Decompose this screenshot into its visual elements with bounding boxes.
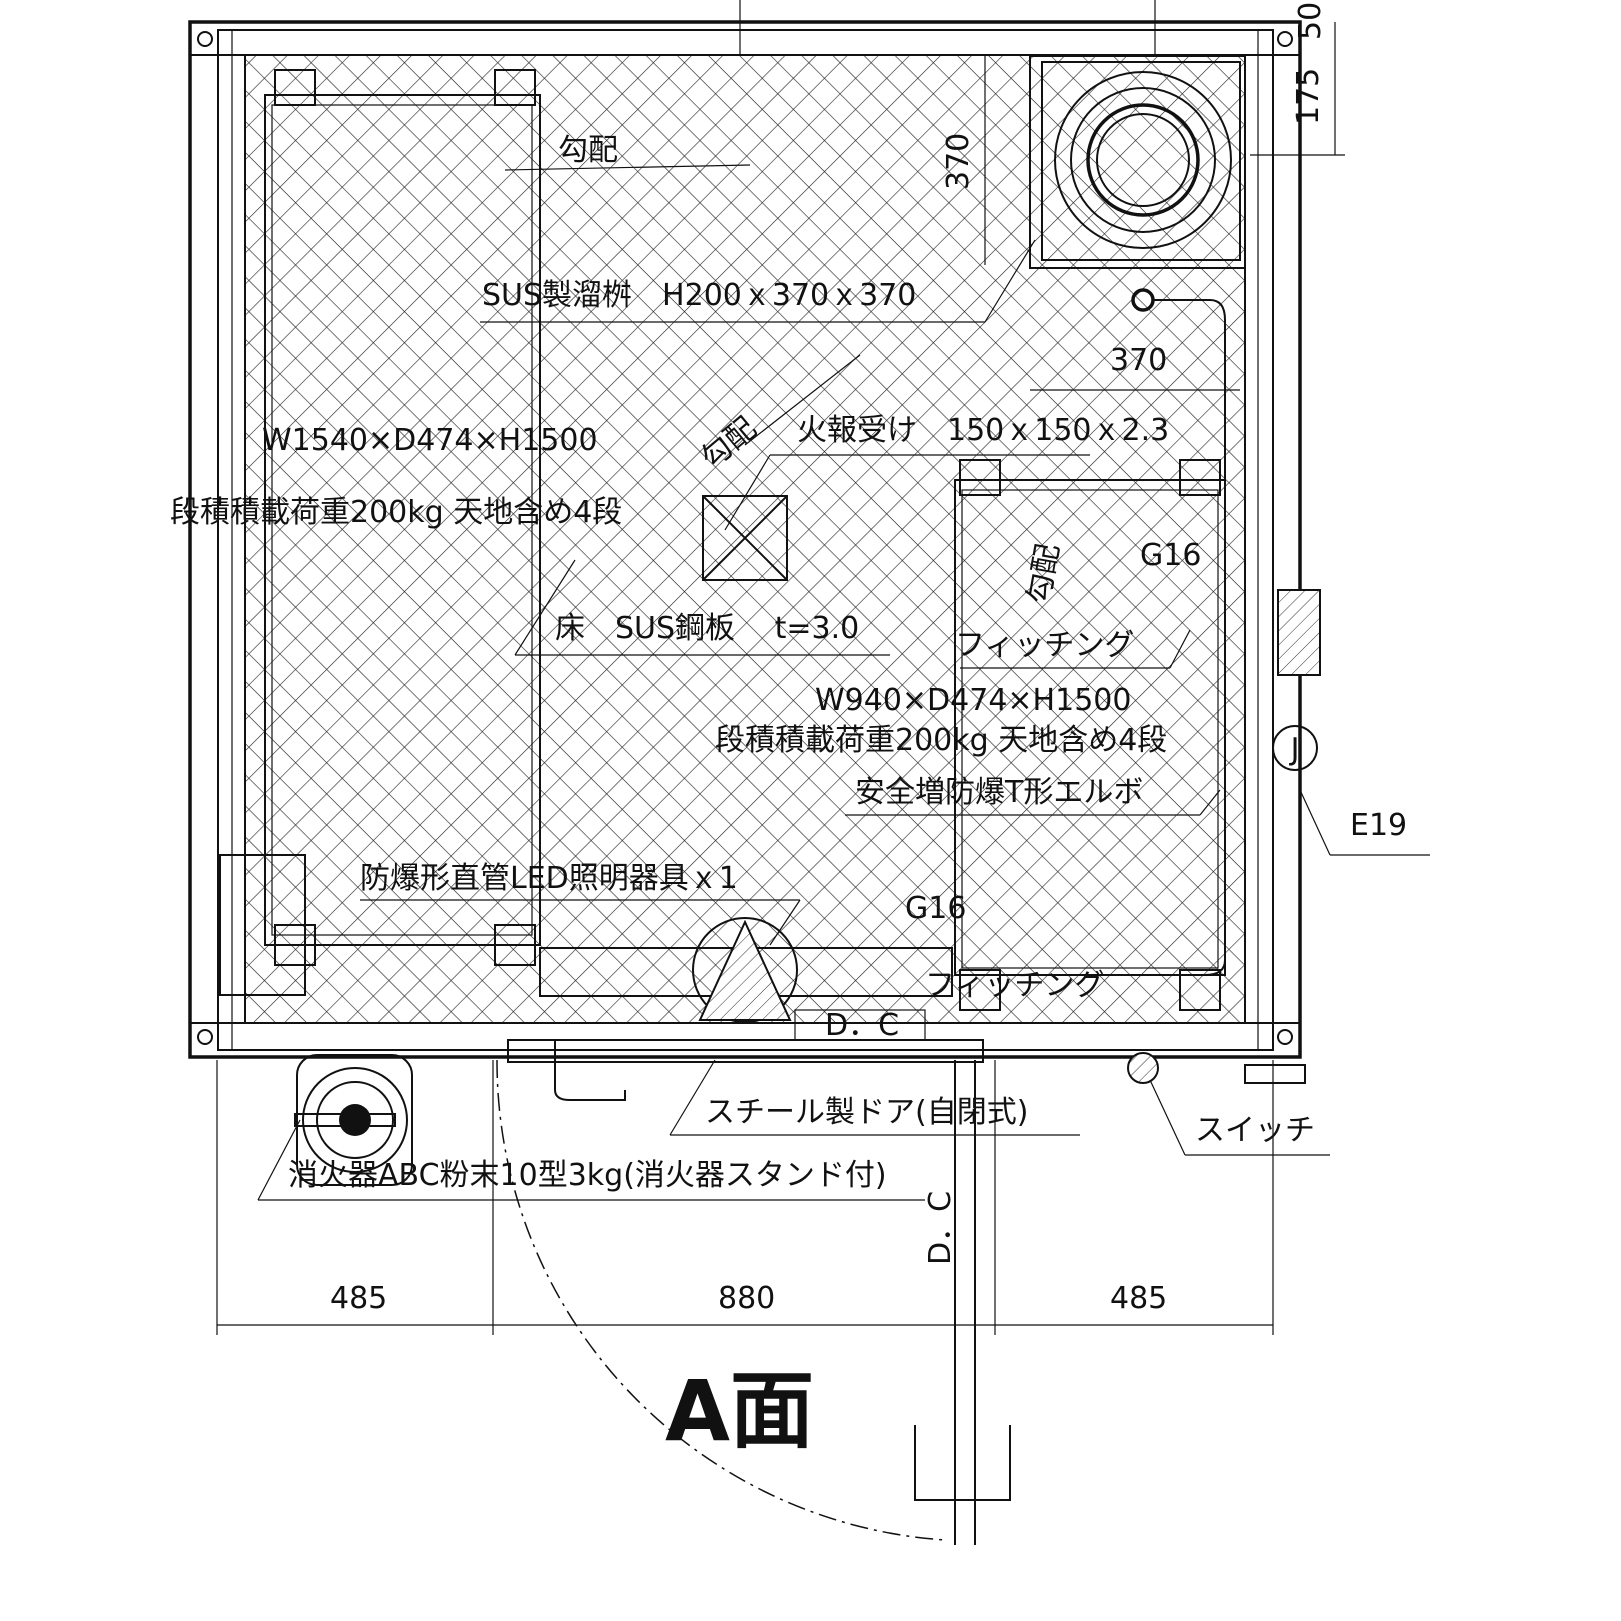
dim-sump-depth: 370	[941, 133, 976, 190]
junction-box-icon	[1272, 725, 1318, 771]
fitting-label-upper: フィッチング	[955, 628, 1134, 663]
wall-fixture-left	[219, 854, 306, 996]
sump-label: SUS製溜桝 H200ｘ370ｘ370	[482, 278, 916, 313]
left-shelf-load: 段積積載荷重200kg 天地含め4段	[170, 495, 622, 530]
fitting-label-lower: フィッチング	[925, 968, 1104, 1003]
right-shelf-size: W940×D474×H1500	[815, 683, 1131, 718]
dim-sump-width: 370	[1110, 343, 1167, 378]
left-shelf-size: W1540×D474×H1500	[262, 423, 598, 458]
g16-label-upper: G16	[1140, 538, 1201, 573]
elbow-label: 安全増防爆T形エルボ	[855, 775, 1143, 810]
dim-bottom-right: 485	[1110, 1281, 1167, 1316]
dim-bottom-center: 880	[718, 1281, 775, 1316]
slope-label-top: 勾配	[558, 133, 618, 168]
switch-box	[1244, 1064, 1306, 1084]
led-label: 防爆形直管LED照明器具ｘ1	[360, 861, 738, 896]
dc-label-horizontal: D．C	[825, 1008, 899, 1043]
extinguisher-label: 消火器ABC粉末10型3kg(消火器スタンド付)	[288, 1158, 887, 1193]
floor-label: 床 SUS鋼板 t=3.0	[555, 611, 859, 646]
fire-extinguisher	[294, 1054, 413, 1186]
switch-label: スイッチ	[1195, 1113, 1315, 1148]
dim-bottom-left: 485	[330, 1281, 387, 1316]
wall-fixture-right	[1277, 589, 1321, 676]
g16-label-lower: G16	[905, 891, 966, 926]
door-label: スチール製ドア(自閉式)	[705, 1095, 1028, 1130]
steel-door	[496, 1039, 1011, 1545]
dim-50: 50	[1293, 2, 1328, 40]
dim-175: 175	[1291, 68, 1326, 125]
exhaust-fan	[692, 917, 798, 1023]
left-shelf	[264, 69, 541, 966]
leader-lines	[257, 164, 1430, 1201]
dimension-lines	[216, 22, 1345, 1335]
switch-icon	[1127, 1052, 1159, 1084]
dc-label-vertical: D．C	[923, 1191, 958, 1265]
fire-receiver-label: 火報受け 150ｘ150ｘ2.3	[797, 413, 1169, 448]
sump-box	[1029, 55, 1246, 269]
junction-label: J	[1289, 732, 1300, 767]
drawing-title: A面	[665, 1362, 814, 1460]
e19-label: E19	[1350, 808, 1407, 843]
right-shelf-load: 段積積載荷重200kg 天地含め4段	[715, 723, 1167, 758]
conduit	[955, 299, 1226, 976]
